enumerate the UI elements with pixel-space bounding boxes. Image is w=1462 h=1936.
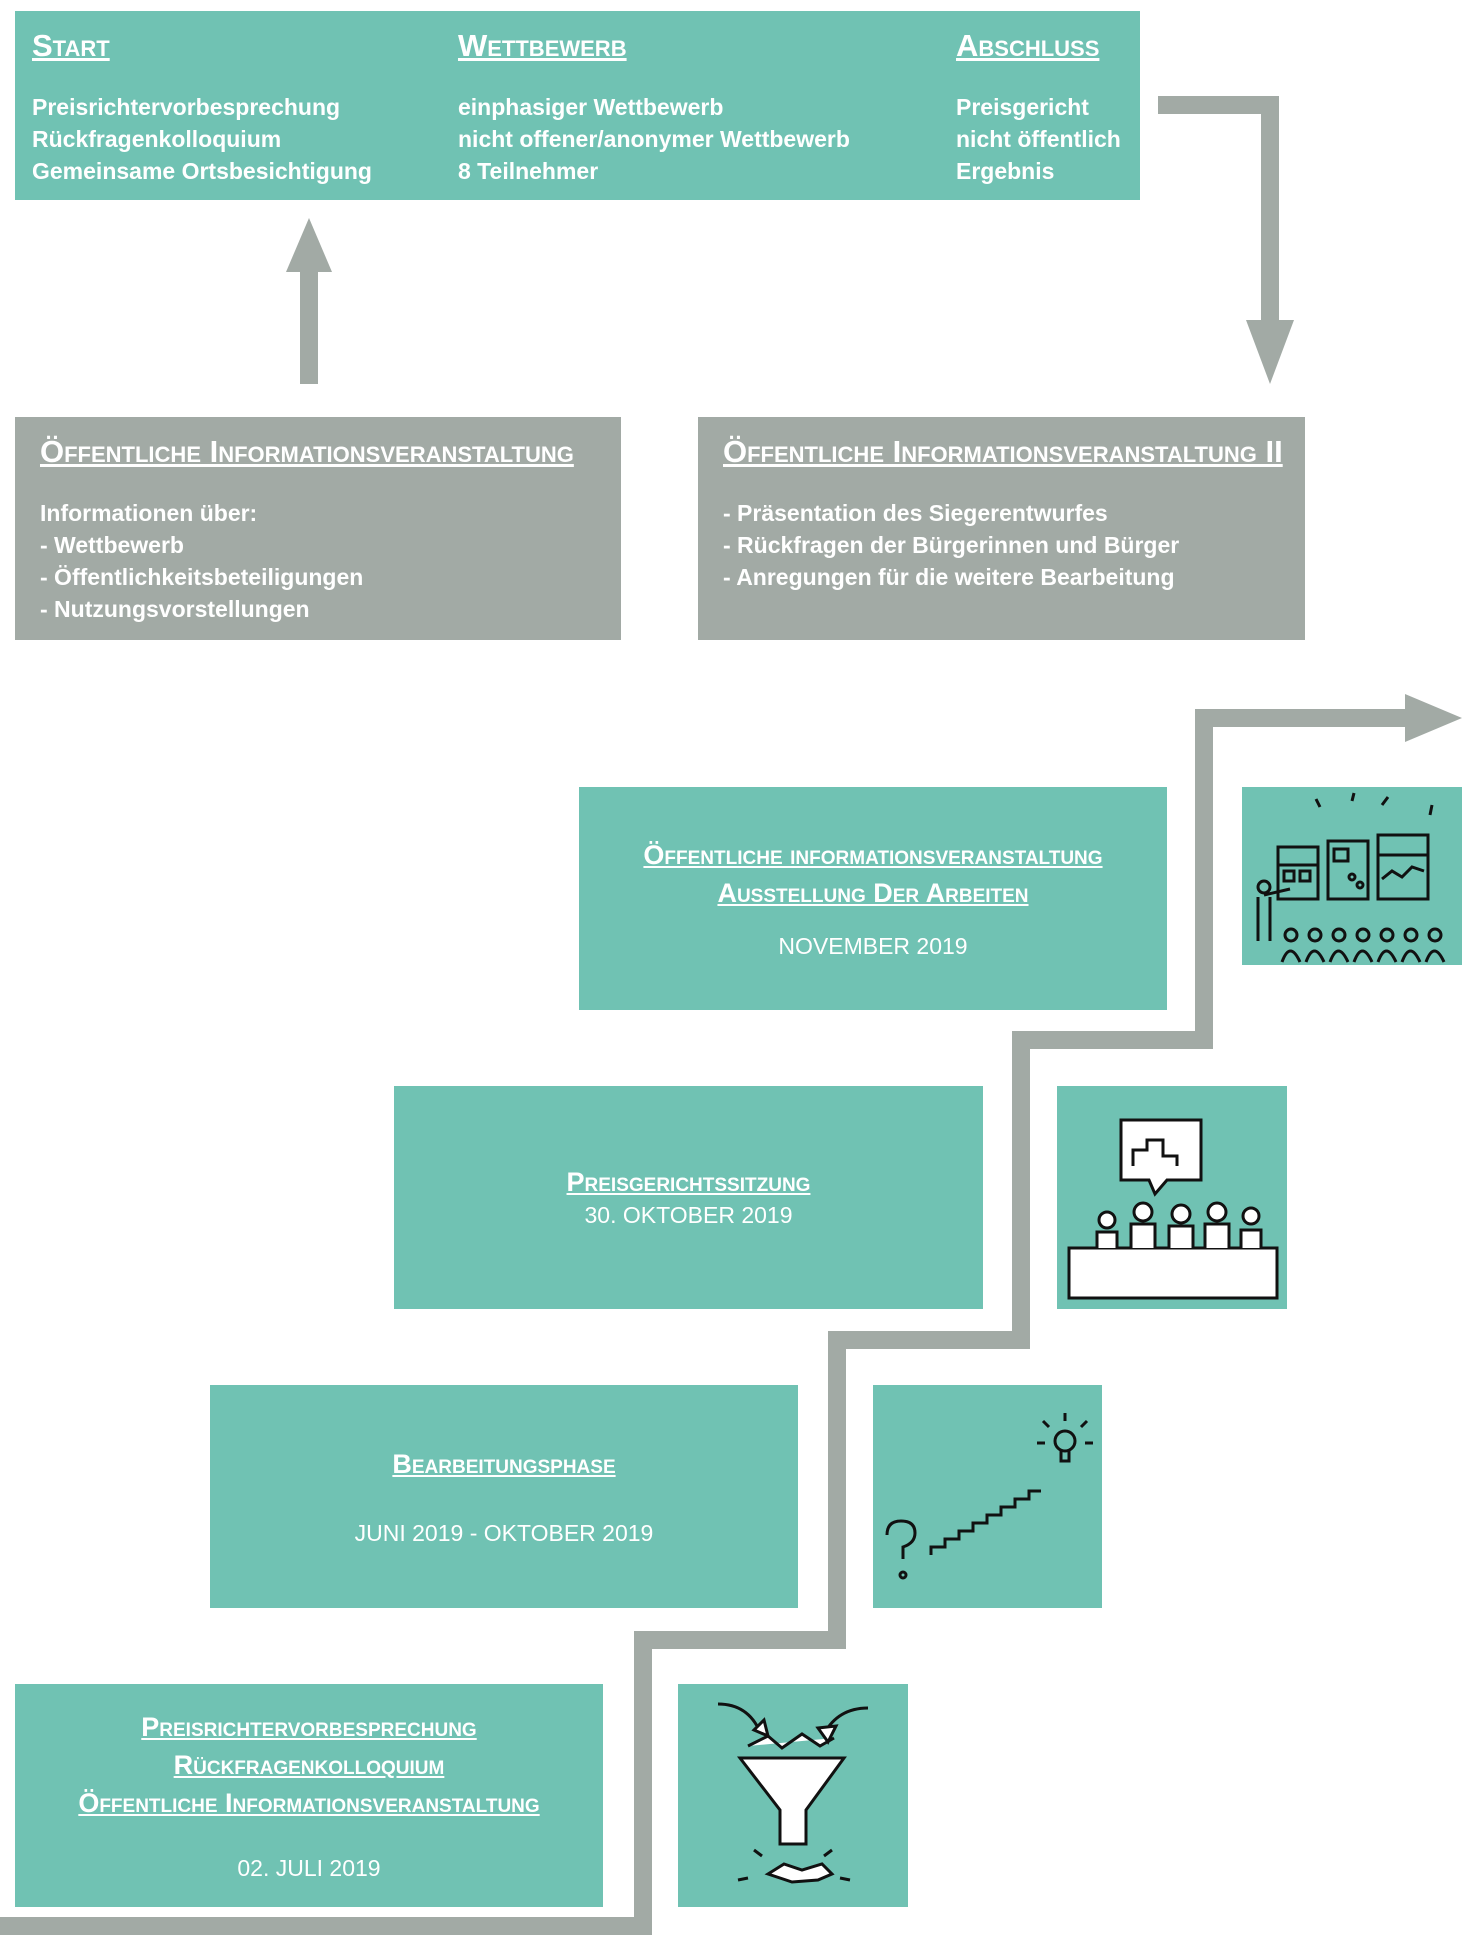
info-event-box-1: Öffentliche Informationsveranstaltung In… [15, 417, 621, 640]
info-line: - Präsentation des Siegerentwurfes [723, 500, 1108, 526]
step-title: Öffentliche informationsveranstaltung [643, 839, 1103, 870]
step-title: Rückfragenkolloquium [173, 1749, 445, 1780]
info-line: - Rückfragen der Bürgerinnen und Bürger [723, 532, 1180, 558]
step-title: Öffentliche Informationsveranstaltung [78, 1787, 540, 1818]
column-line: Gemeinsame Ortsbesichtigung [32, 158, 372, 184]
info-line: Informationen über: [40, 500, 258, 526]
column-start: Start Preisrichtervorbesprechung Rückfra… [32, 27, 372, 187]
info-title: Öffentliche Informationsveranstaltung II [723, 434, 1283, 469]
step-jury-session: Preisgerichtssitzung 30. OKTOBER 2019 [394, 1086, 983, 1309]
column-line: Ergebnis [956, 158, 1055, 184]
step-title: Preisgerichtssitzung [566, 1166, 811, 1197]
info-line: - Nutzungsvorstellungen [40, 596, 310, 622]
info-line: - Anregungen für die weitere Bearbeitung [723, 564, 1175, 590]
info-event-box-2: Öffentliche Informationsveranstaltung II… [698, 417, 1305, 640]
step-date: NOVEMBER 2019 [778, 932, 968, 959]
column-abschluss: Abschluss Preisgericht nicht öffentlich … [956, 27, 1121, 187]
step-title: Bearbeitungsphase [392, 1448, 616, 1479]
column-wettbewerb: Wettbewerb einphasiger Wettbewerb nicht … [458, 27, 850, 187]
exhibition-audience-icon [1242, 787, 1462, 1010]
timeline-staircase [0, 694, 1462, 1935]
column-line: Rückfragenkolloquium [32, 126, 282, 152]
column-title: Start [32, 28, 110, 63]
step-working-phase: Bearbeitungsphase JUNI 2019 - OKTOBER 20… [210, 1385, 798, 1608]
column-line: 8 Teilnehmer [458, 158, 599, 184]
column-line: einphasiger Wettbewerb [458, 94, 724, 120]
step-date: JUNI 2019 - OKTOBER 2019 [354, 1519, 654, 1546]
process-overview-box: Start Preisrichtervorbesprechung Rückfra… [15, 11, 1140, 200]
step-title: Ausstellung Der Arbeiten [717, 877, 1029, 908]
step-exhibition: Öffentliche informationsveranstaltung Au… [579, 787, 1167, 1010]
column-line: Preisgericht [956, 94, 1089, 120]
step-title: Preisrichtervorbesprechung [141, 1711, 477, 1742]
down-arrow [1158, 96, 1294, 384]
column-title: Abschluss [956, 28, 1100, 63]
info-line: - Wettbewerb [40, 532, 184, 558]
jury-podium-icon [1057, 1086, 1287, 1309]
funnel-icon [678, 1684, 908, 1907]
stairs-idea-icon [873, 1385, 1102, 1608]
up-arrow [286, 218, 332, 384]
info-title: Öffentliche Informationsveranstaltung [40, 434, 574, 469]
step-date: 02. JULI 2019 [237, 1854, 381, 1881]
info-line: - Öffentlichkeitsbeteiligungen [40, 564, 364, 590]
step-kickoff: Preisrichtervorbesprechung Rückfragenkol… [15, 1684, 603, 1907]
column-line: nicht offener/anonymer Wettbewerb [458, 126, 850, 152]
column-title: Wettbewerb [458, 28, 627, 63]
column-line: nicht öffentlich [956, 126, 1121, 152]
column-line: Preisrichtervorbesprechung [32, 94, 341, 120]
step-date: 30. OKTOBER 2019 [584, 1201, 793, 1228]
